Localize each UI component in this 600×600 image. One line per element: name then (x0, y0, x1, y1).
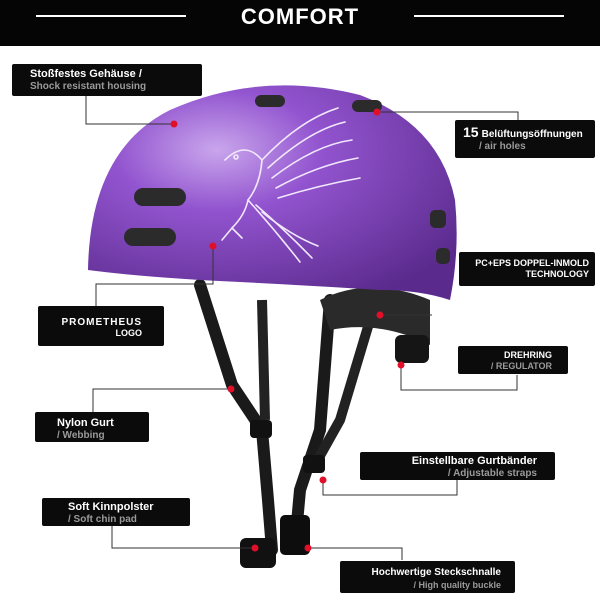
label-prometheus-logo: PROMETHEUS LOGO (38, 306, 164, 346)
label-shock-resistant-housing: Stoßfestes Gehäuse / Shock resistant hou… (12, 64, 202, 96)
label-line1: Soft Kinnpolster (68, 501, 154, 513)
label-line1: PC+EPS DOPPEL-INMOLD (475, 258, 589, 268)
vent (134, 188, 186, 206)
helmet-shell (88, 85, 457, 300)
strap-slider-right (303, 455, 325, 473)
label-line1: Einstellbare Gurtbänder (411, 455, 537, 467)
vent (436, 248, 450, 264)
label-line1: Nylon Gurt (57, 417, 114, 429)
strap-group (194, 279, 375, 568)
helmet-liner (320, 287, 430, 345)
label-line1: Belüftungsöffnungen (481, 129, 583, 140)
label-high-quality-buckle: Hochwertige Steckschnalle / High quality… (340, 561, 515, 593)
header-rule-right (414, 15, 564, 17)
eagle-graphic (221, 107, 361, 263)
label-line1: Stoßfestes Gehäuse / (30, 68, 142, 80)
callout-dot (319, 476, 327, 484)
label-line2: TECHNOLOGY (525, 269, 589, 279)
label-line1: PROMETHEUS (61, 317, 142, 328)
callout-dot (376, 311, 384, 319)
vent (430, 210, 446, 228)
label-line1: Hochwertige Steckschnalle (371, 567, 502, 578)
callout-dot (304, 544, 312, 552)
label-line2: / REGULATOR (490, 361, 552, 371)
label-soft-chin-pad: Soft Kinnpolster / Soft chin pad (42, 498, 190, 526)
page-title: COMFORT (240, 4, 360, 29)
label-line2: LOGO (115, 328, 143, 338)
header-rule-left (36, 15, 186, 17)
callout-dot (209, 242, 217, 250)
callout-dot (227, 385, 235, 393)
label-line2: / High quality buckle (413, 580, 501, 590)
callout-dot (251, 544, 259, 552)
vent-count: 15 (463, 124, 479, 140)
vent (255, 95, 285, 107)
header-bar: COMFORT (0, 0, 600, 46)
label-adjustable-straps: Einstellbare Gurtbänder / Adjustable str… (360, 452, 555, 480)
callout-dot (373, 108, 381, 116)
label-regulator: DREHRING / REGULATOR (458, 346, 568, 374)
label-line2: / Adjustable straps (447, 468, 537, 479)
callout-dot (397, 361, 405, 369)
callout-dot (170, 120, 178, 128)
label-line2: Shock resistant housing (30, 81, 147, 92)
strap-slider-left (250, 420, 272, 438)
buckle-shape (280, 515, 310, 555)
label-air-holes: 15 Belüftungsöffnungen / air holes (455, 120, 595, 158)
chin-pad (240, 538, 276, 568)
front-strap-inner (257, 299, 270, 421)
vent (124, 228, 176, 246)
rear-strap-inner (307, 318, 375, 473)
label-line2: / Soft chin pad (68, 514, 137, 525)
label-line1: DREHRING (503, 350, 552, 360)
label-line2: / air holes (479, 141, 526, 152)
regulator-dial (395, 335, 429, 363)
vent-group (124, 95, 450, 264)
vent (352, 100, 382, 112)
label-inmold-technology: PC+EPS DOPPEL-INMOLD TECHNOLOGY (459, 252, 595, 286)
label-line2: / Webbing (57, 430, 105, 441)
label-nylon-webbing: Nylon Gurt / Webbing (35, 412, 149, 442)
